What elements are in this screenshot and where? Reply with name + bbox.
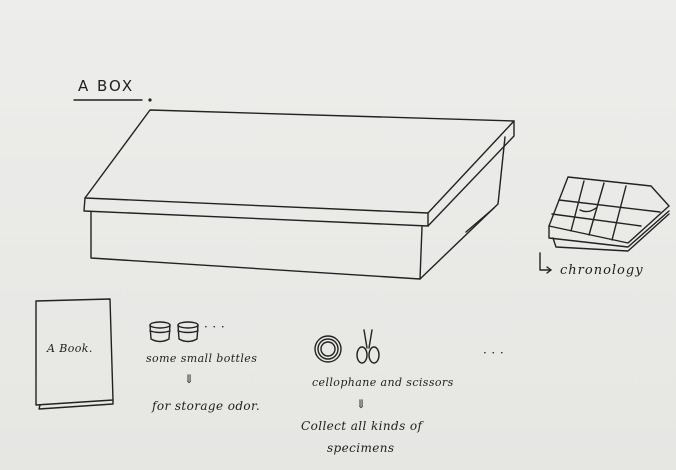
cellophane-arrow: ⇓: [356, 397, 367, 411]
more-items-ellipsis: · · ·: [483, 346, 505, 360]
book-label: A Book.: [47, 342, 93, 355]
bottles-caption: some small bottles: [146, 352, 258, 365]
book-sketch: [35, 298, 114, 410]
bottles-purpose: for storage odor.: [152, 399, 261, 413]
cellophane-roll-icon: [314, 335, 342, 363]
cellophane-purpose-line2: specimens: [327, 441, 395, 455]
scissors-icon: [356, 329, 380, 364]
bottles-ellipsis: · · ·: [204, 320, 226, 334]
title-underline: [73, 98, 152, 102]
chronology-label: chronology: [560, 263, 644, 278]
box-sketch: [83, 109, 515, 280]
bottle-icon: [149, 321, 171, 343]
chronology-book-icon: [539, 176, 670, 274]
title: A BOX: [78, 77, 135, 95]
bottles-arrow: ⇓: [184, 372, 195, 386]
bottle-icon-2: [177, 321, 199, 343]
cellophane-purpose-line1: Collect all kinds of: [301, 419, 423, 433]
cellophane-caption: cellophane and scissors: [312, 376, 454, 389]
